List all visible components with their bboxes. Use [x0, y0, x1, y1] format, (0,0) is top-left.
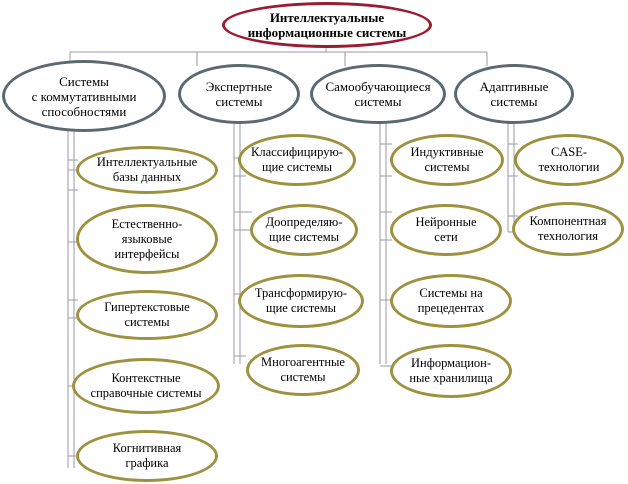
leaf-label: Доопределяю- щие системы	[265, 215, 343, 244]
category-self-learning-systems: Самообучающиеся системы	[310, 64, 446, 124]
leaf-hypertext-systems: Гипертекстовые системы	[76, 290, 218, 340]
leaf-label: Системы на прецедентах	[417, 286, 485, 315]
leaf-case-based-systems: Системы на прецедентах	[390, 274, 512, 328]
leaf-neural-networks: Нейронные сети	[390, 204, 502, 256]
category-label: Системы с коммутативными способностями	[31, 73, 137, 119]
leaf-cognitive-graphics: Когнитивная графика	[76, 430, 218, 482]
leaf-label: Компонентная технология	[529, 214, 607, 243]
root-node: Интеллектуальные информационные системы	[222, 2, 432, 48]
leaf-data-warehouses: Информацион- ные хранилища	[390, 344, 512, 398]
leaf-component-technology: Компонентная технология	[512, 202, 624, 256]
category-communicative-systems: Системы с коммутативными способностями	[2, 60, 166, 132]
root-label: Интеллектуальные информационные системы	[247, 10, 407, 40]
leaf-label: Нейронные сети	[415, 215, 477, 244]
leaf-label: Контекстные справочные системы	[90, 371, 202, 400]
leaf-transforming-systems: Трансформирую- щие системы	[238, 274, 364, 328]
leaf-label: Индуктивные системы	[410, 145, 484, 174]
leaf-natural-language-interfaces: Естественно- языковые интерфейсы	[76, 204, 218, 274]
category-label: Адаптивные системы	[479, 79, 549, 109]
leaf-label: Когнитивная графика	[112, 441, 182, 470]
leaf-label: Естественно- языковые интерфейсы	[111, 216, 183, 261]
leaf-label: Трансформирую- щие системы	[254, 286, 348, 315]
leaf-label: Многоагентные системы	[261, 355, 345, 384]
leaf-label: Гипертекстовые системы	[104, 300, 190, 329]
leaf-label: Информацион- ные хранилища	[409, 356, 493, 385]
leaf-context-help-systems: Контекстные справочные системы	[72, 358, 220, 414]
leaf-label: CASE- технологии	[538, 145, 600, 174]
category-adaptive-systems: Адаптивные системы	[454, 64, 574, 124]
leaf-inductive-systems: Индуктивные системы	[390, 134, 504, 186]
leaf-case-technologies: CASE- технологии	[514, 134, 624, 186]
leaf-intelligent-databases: Интеллектуальные базы данных	[76, 146, 218, 194]
leaf-label: Интеллектуальные базы данных	[96, 155, 198, 184]
leaf-multi-agent-systems: Многоагентные системы	[246, 344, 360, 396]
category-expert-systems: Экспертные системы	[178, 64, 300, 124]
leaf-label: Классифицирую- щие системы	[251, 145, 343, 174]
category-label: Экспертные системы	[205, 79, 273, 109]
leaf-redefining-systems: Доопределяю- щие системы	[250, 204, 358, 256]
leaf-classifying-systems: Классифицирую- щие системы	[238, 134, 356, 186]
category-label: Самообучающиеся системы	[325, 79, 431, 109]
